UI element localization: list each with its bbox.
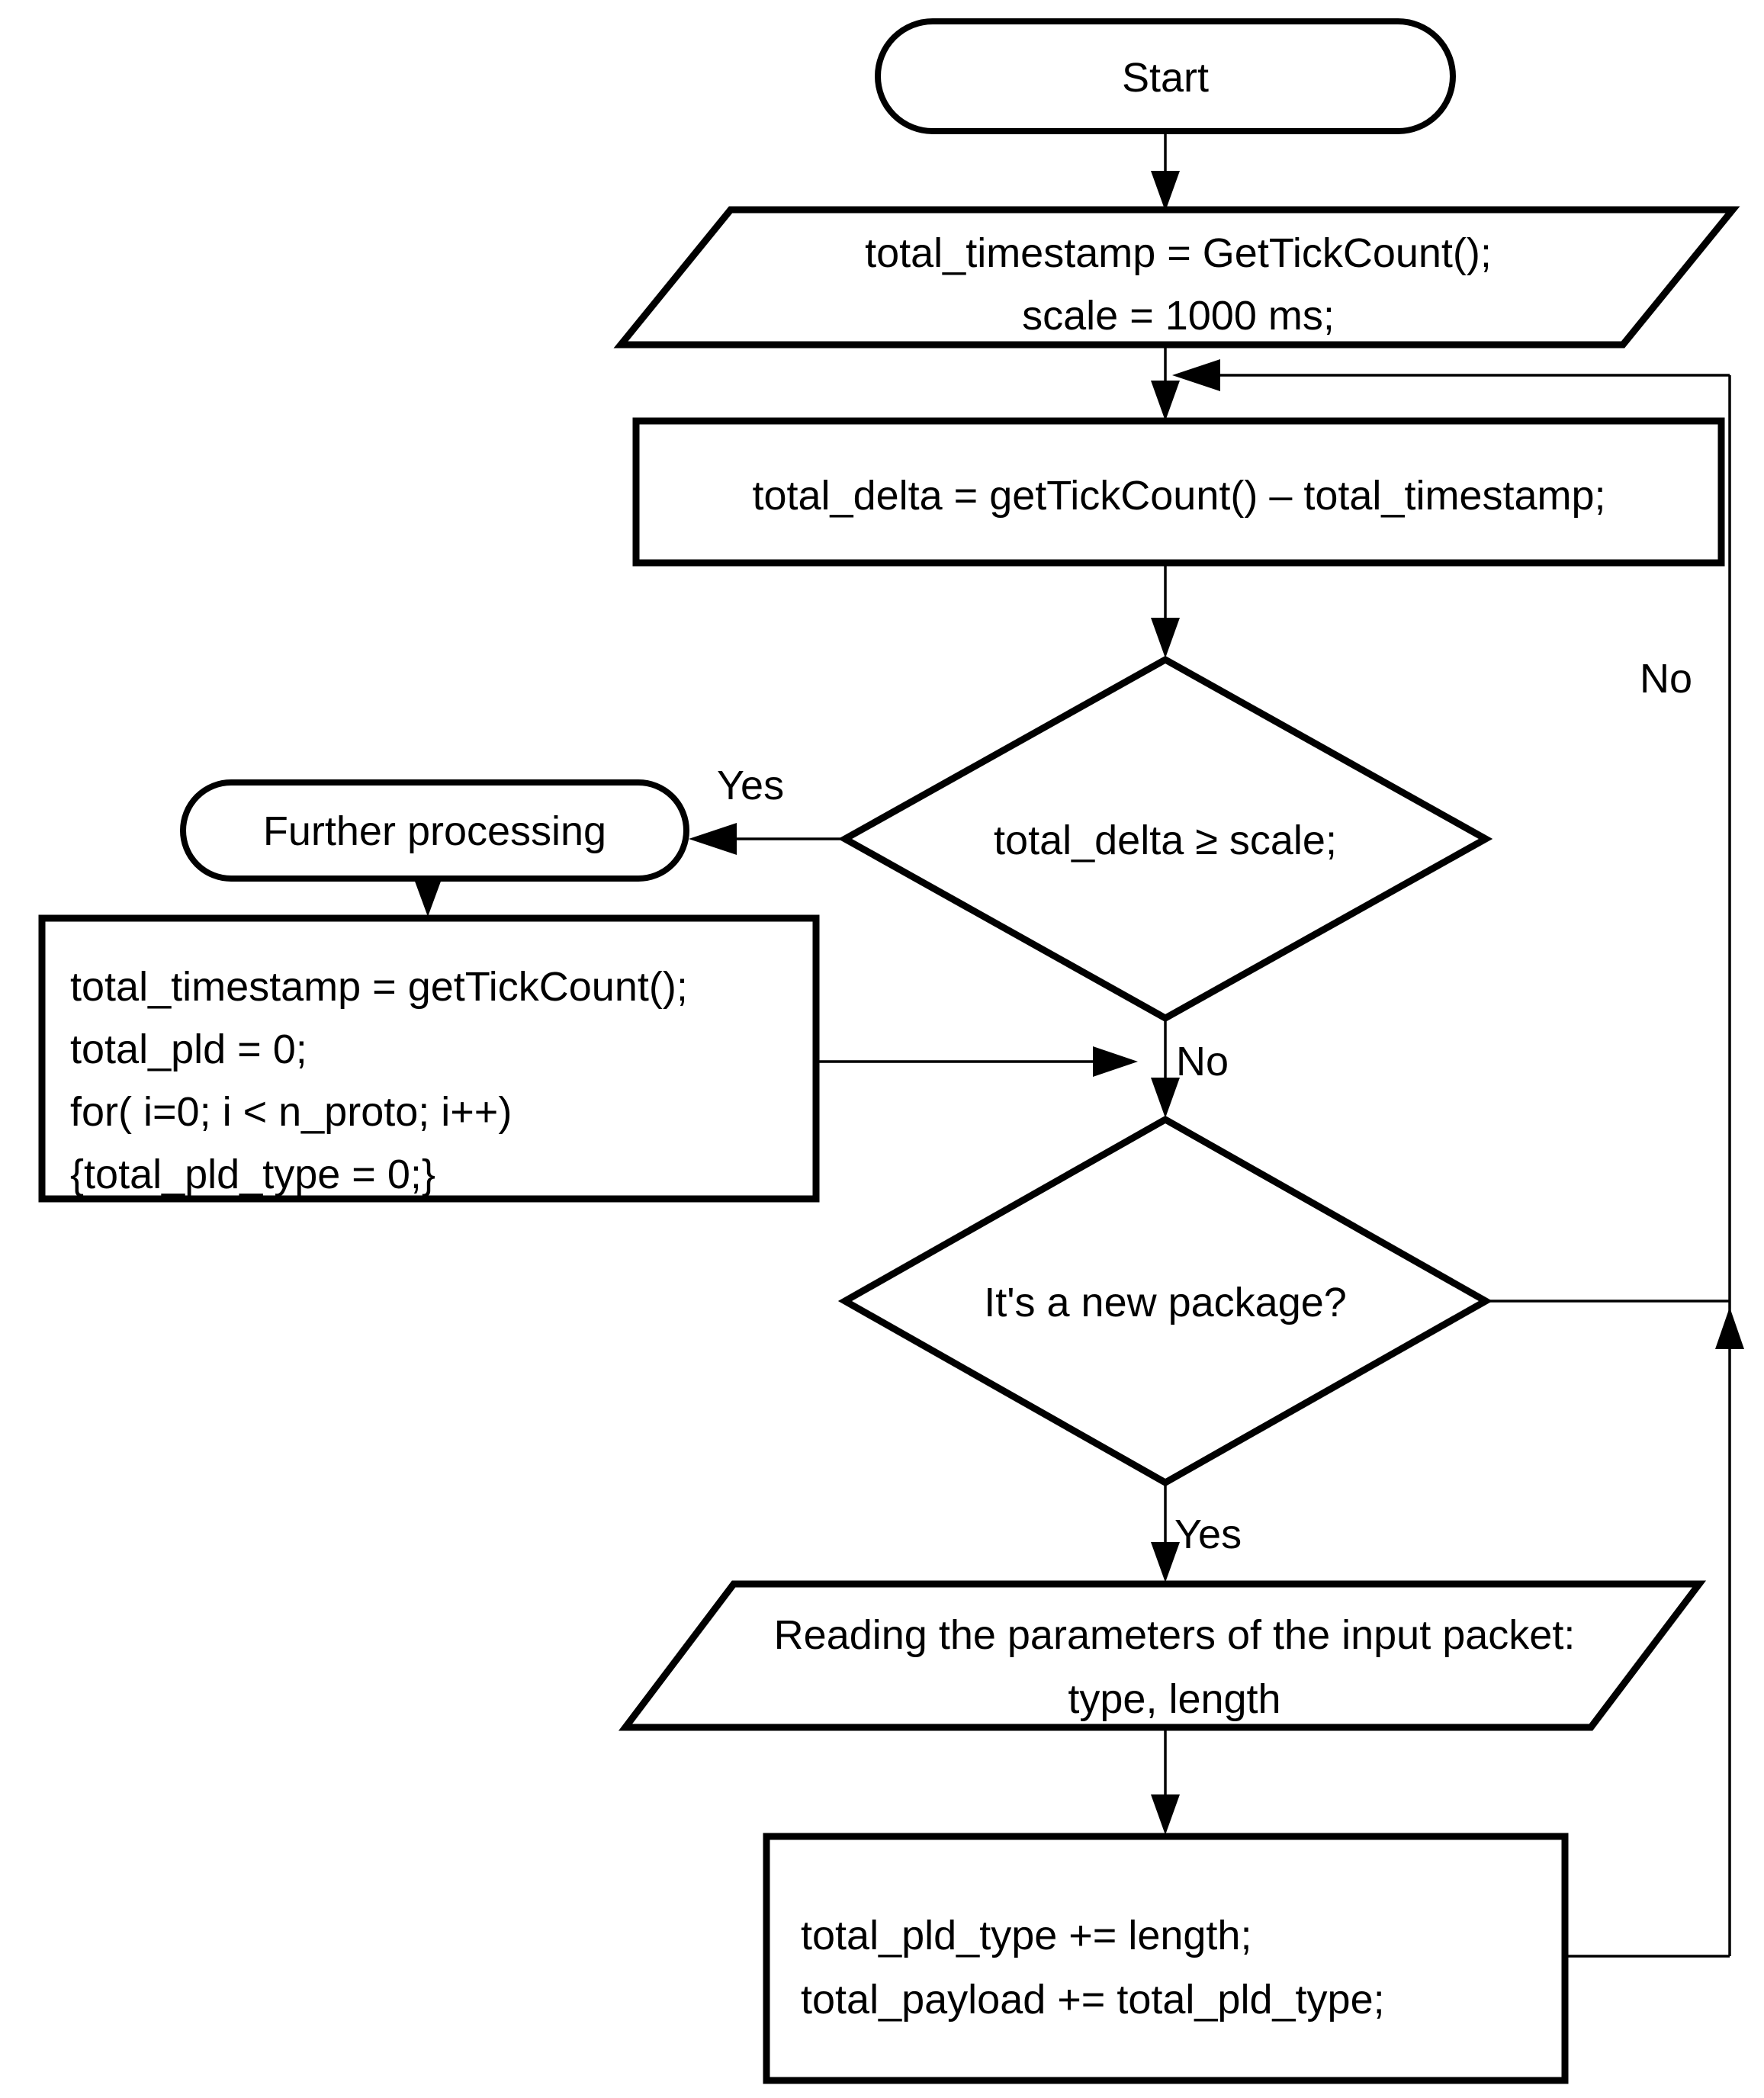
edge-reset-to-merge [816,1046,1138,1077]
node-compute-label: total_delta = getTickCount() – total_tim… [752,473,1605,519]
node-compute-delta-process: total_delta = getTickCount() – total_tim… [632,417,1725,567]
node-reset-counters-process: total_timestamp = getTickCount(); total_… [38,914,820,1203]
node-reset-line-2: total_pld = 0; [70,1027,307,1072]
edge-label-yes: Yes [1174,1512,1242,1557]
node-read-line-2: type, length [1068,1676,1280,1722]
arrowhead-up-icon [1715,1307,1744,1349]
node-further-label: Further processing [263,808,606,854]
io-parallelogram-shape [613,206,1740,349]
arrowhead-down-icon [1151,1794,1180,1835]
edge-compute-to-check [1151,563,1180,658]
node-reset-line-4: {total_pld_type = 0;} [70,1152,435,1197]
node-check-label: total_delta ≥ scale; [994,818,1337,863]
edge-check-no-to-newpkg: No [1151,1018,1229,1118]
process-rect-shape [632,417,1725,567]
node-delta-check-decision: total_delta ≥ scale; [837,655,1493,1023]
terminator-shape [180,779,689,882]
edge-label-no: No [1176,1039,1229,1084]
edge-further-to-reset [414,879,442,917]
node-start-terminator: Start [875,18,1456,134]
node-read-line-1: Reading the parameters of the input pack… [774,1612,1576,1658]
edge-loop-into-junction [1172,359,1730,391]
arrowhead-left-icon [689,823,737,855]
node-reset-line-3: for( i=0; i < n_proto; i++) [70,1089,512,1135]
arrowhead-down-icon [1151,1542,1180,1582]
arrowhead-down-icon [1151,618,1180,658]
node-newpkg-label: It's a new package? [984,1280,1347,1325]
arrowhead-down-icon [1151,1078,1180,1118]
edge-newpkg-no-loop: No [1486,375,1744,1956]
decision-diamond-shape [837,655,1493,1023]
node-init-line-2: scale = 1000 ms; [1022,293,1335,339]
terminator-shape [875,18,1456,134]
edge-read-to-accum [1151,1727,1180,1835]
node-start-label: Start [1122,55,1209,101]
decision-diamond-shape [837,1115,1493,1487]
arrowhead-down-icon [1151,381,1180,421]
node-accum-line-2: total_payload += total_pld_type; [801,1977,1385,2022]
node-accum-line-1: total_pld_type += length; [801,1913,1252,1958]
arrowhead-left-icon [1172,359,1220,391]
node-init-line-1: total_timestamp = GetTickCount(); [865,230,1492,276]
node-accumulate-process: total_pld_type += length; total_payload … [763,1833,1569,2084]
edge-start-to-init [1151,131,1180,211]
io-parallelogram-shape [618,1580,1707,1731]
node-new-package-decision: It's a new package? [837,1115,1493,1487]
edge-newpkg-yes-to-read: Yes [1151,1483,1242,1582]
node-init-io-parallelogram: total_timestamp = GetTickCount(); scale … [613,206,1740,349]
process-rect-shape [38,914,820,1203]
edge-init-to-compute [1151,345,1180,421]
arrowhead-down-icon [1151,171,1180,211]
arrowhead-down-icon [414,879,442,917]
process-rect-shape [763,1833,1569,2084]
edge-label-yes: Yes [717,763,784,808]
edge-check-yes-to-further: Yes [689,763,845,855]
arrowhead-right-icon [1093,1046,1138,1077]
node-read-packet-io-parallelogram: Reading the parameters of the input pack… [618,1580,1707,1731]
node-reset-line-1: total_timestamp = getTickCount(); [70,964,688,1010]
edge-label-no: No [1640,656,1692,702]
node-further-processing-terminator: Further processing [180,779,689,882]
